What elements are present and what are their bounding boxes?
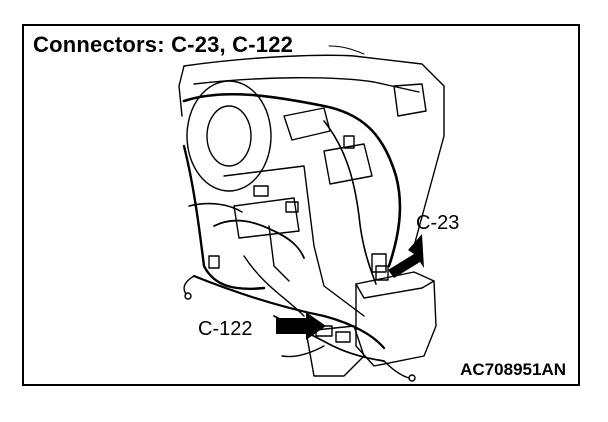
kick-panel-block	[305, 325, 365, 377]
wiring-harness-main	[182, 92, 402, 268]
arrow-c23	[388, 234, 424, 278]
air-vent-left	[283, 107, 331, 141]
wiring-harness-lower	[192, 274, 386, 350]
center-console	[223, 165, 365, 317]
wiring-harness-left	[182, 144, 266, 290]
dashboard-outline	[183, 54, 445, 247]
callout-c122: C-122	[198, 318, 253, 340]
dashboard-line-drawing	[178, 45, 445, 382]
diagram-frame: Connectors: C-23, C-122 C-23 C-122 AC708…	[22, 24, 580, 386]
callout-c23: C-23	[416, 212, 460, 234]
figure-title: Connectors: C-23, C-122	[33, 32, 294, 57]
arrow-c122	[276, 312, 326, 340]
figure-code: AC708951AN	[460, 360, 566, 379]
lower-panel-block	[355, 271, 437, 367]
air-vent-right	[393, 83, 427, 117]
